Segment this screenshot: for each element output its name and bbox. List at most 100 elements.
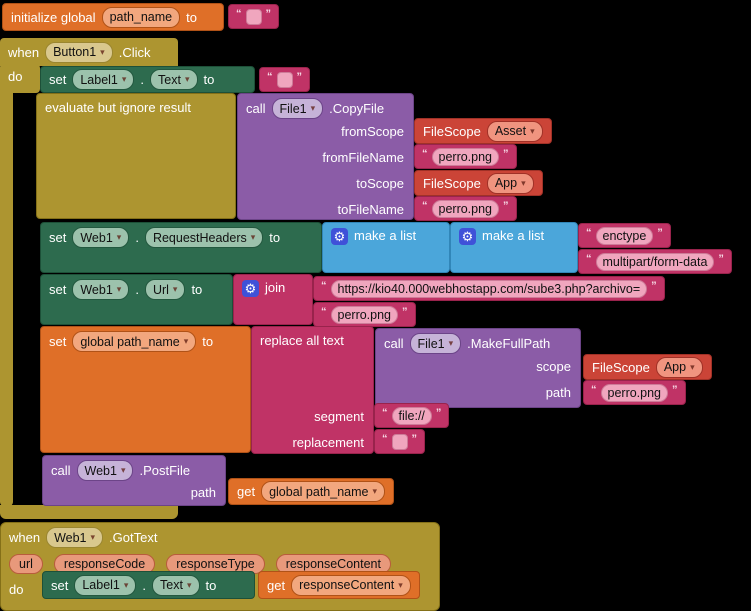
quote-open: “ <box>382 432 388 445</box>
variable-dropdown-path-name[interactable]: global path_name ▾ <box>72 331 197 352</box>
event-param-responseCode[interactable]: responseCode <box>53 554 156 574</box>
component-dropdown-web1[interactable]: Web1 ▾ <box>72 227 130 248</box>
block-when-button1-click[interactable]: when Button1 ▾ .Click <box>0 38 178 66</box>
component-dropdown-label1[interactable]: Label1 ▾ <box>72 69 135 90</box>
block-set-web1-requestheaders[interactable]: set Web1 ▾ . RequestHeaders ▾ to <box>40 222 322 273</box>
property-dropdown-text[interactable]: Text ▾ <box>152 574 200 596</box>
text-field[interactable]: perro.png <box>330 305 399 324</box>
empty-text-field[interactable] <box>276 71 293 88</box>
component-dropdown-label1[interactable]: Label1 ▾ <box>74 574 137 596</box>
block-set-global-path-name[interactable]: set global path_name ▾ to <box>40 326 251 453</box>
to-label: to <box>203 72 215 87</box>
block-call-makefullpath[interactable]: call File1 ▾ .MakeFullPath scope path <box>375 328 581 408</box>
block-string-multipart[interactable]: “ multipart/form-data ” <box>578 249 732 274</box>
block-make-a-list-outer[interactable]: ⚙ make a list <box>322 222 450 273</box>
mutator-gear-icon[interactable]: ⚙ <box>459 228 476 245</box>
component-dropdown-web1[interactable]: Web1 ▾ <box>76 460 134 481</box>
dot-separator: . <box>135 230 139 245</box>
text-field[interactable]: file:// <box>391 406 432 425</box>
init-global-label: initialize global <box>11 9 96 25</box>
component-dropdown-file1[interactable]: File1 ▾ <box>271 98 324 119</box>
quote-open: “ <box>422 199 428 212</box>
block-filescope-asset[interactable]: FileScope Asset ▾ <box>414 118 552 144</box>
block-set-web1-url[interactable]: set Web1 ▾ . Url ▾ to <box>40 274 233 325</box>
param-scope: scope <box>536 359 571 374</box>
quote-open: “ <box>422 147 428 160</box>
empty-text-field[interactable] <box>391 433 408 450</box>
event-param-responseContent[interactable]: responseContent <box>275 554 391 574</box>
variable-dropdown-responsecontent[interactable]: responseContent ▾ <box>291 574 411 596</box>
filescope-value: App <box>494 176 518 190</box>
replace-all-label: replace all text <box>260 333 344 348</box>
when-click-bottom <box>0 505 178 519</box>
quote-close: ” <box>435 406 442 419</box>
filescope-dropdown-app[interactable]: App ▾ <box>655 356 703 378</box>
quote-open: “ <box>591 383 597 396</box>
quote-open: “ <box>267 70 273 83</box>
block-make-a-list-inner[interactable]: ⚙ make a list <box>450 222 578 273</box>
block-string-perro-join[interactable]: “ perro.png ” <box>313 302 416 327</box>
property-name: Text <box>158 72 181 87</box>
block-string-perro-path[interactable]: “ perro.png ” <box>583 380 686 405</box>
component-name: Web1 <box>80 282 113 297</box>
block-string-url[interactable]: “ https://kio40.000webhostapp.com/sube3.… <box>313 276 665 301</box>
to-label: to <box>269 230 281 245</box>
param-toScope: toScope <box>356 176 404 191</box>
set-label: set <box>49 72 67 87</box>
filescope-dropdown-asset[interactable]: Asset ▾ <box>486 120 543 142</box>
filescope-value: App <box>663 360 687 374</box>
quote-open: “ <box>586 252 592 265</box>
block-set-label1-text-response[interactable]: set Label1 ▾ . Text ▾ to <box>42 571 255 599</box>
block-get-global-path-name[interactable]: get global path_name ▾ <box>228 478 394 505</box>
block-filescope-app-copy[interactable]: FileScope App ▾ <box>414 170 543 196</box>
block-init-global[interactable]: initialize global path_name to <box>2 3 224 31</box>
block-evaluate-ignore[interactable]: evaluate but ignore result <box>36 93 236 219</box>
block-string-file-prefix[interactable]: “ file:// ” <box>374 403 450 428</box>
param-replacement: replacement <box>292 435 364 450</box>
block-string-perro-from[interactable]: “ perro.png ” <box>414 144 517 169</box>
chevron-down-icon: ▾ <box>116 232 122 242</box>
mutator-gear-icon[interactable]: ⚙ <box>242 280 259 297</box>
component-dropdown-web1[interactable]: Web1 ▾ <box>46 527 104 548</box>
quote-open: “ <box>321 305 327 318</box>
component-name: File1 <box>417 336 445 351</box>
block-filescope-app-makepath[interactable]: FileScope App ▾ <box>583 354 712 380</box>
block-string-perro-to[interactable]: “ perro.png ” <box>414 196 517 221</box>
text-field[interactable]: https://kio40.000webhostapp.com/sube3.ph… <box>330 279 648 298</box>
filescope-dropdown-app[interactable]: App ▾ <box>486 172 534 194</box>
variable-name: path_name <box>109 10 173 24</box>
block-empty-string-replacement[interactable]: “ ” <box>374 429 425 454</box>
block-empty-string-label[interactable]: “ ” <box>259 67 310 92</box>
text-field[interactable]: enctype <box>595 226 654 245</box>
empty-text-field[interactable] <box>245 8 262 25</box>
dot-separator: . <box>140 72 145 87</box>
block-call-postfile[interactable]: call Web1 ▾ .PostFile path <box>42 455 226 506</box>
block-join[interactable]: ⚙ join <box>233 274 313 325</box>
block-set-label1-text[interactable]: set Label1 ▾ . Text ▾ to <box>40 66 255 93</box>
block-replace-all-text[interactable]: replace all text segment replacement <box>251 326 374 454</box>
quote-close: ” <box>718 252 724 265</box>
block-string-enctype[interactable]: “ enctype ” <box>578 223 671 248</box>
component-dropdown-web1[interactable]: Web1 ▾ <box>72 279 130 300</box>
text-field[interactable]: multipart/form-data <box>595 252 715 271</box>
property-dropdown-text[interactable]: Text ▾ <box>150 69 198 90</box>
block-call-copyfile[interactable]: call File1 ▾ .CopyFile fromScope fromFil… <box>237 93 414 220</box>
property-dropdown-requestheaders[interactable]: RequestHeaders ▾ <box>144 227 264 248</box>
component-dropdown-button1[interactable]: Button1 ▾ <box>45 41 113 63</box>
component-dropdown-file1[interactable]: File1 ▾ <box>409 333 462 354</box>
mutator-gear-icon[interactable]: ⚙ <box>331 228 348 245</box>
quote-close: ” <box>503 199 509 212</box>
block-empty-string-init[interactable]: “ ” <box>228 4 279 29</box>
property-dropdown-url[interactable]: Url ▾ <box>144 279 186 300</box>
text-field[interactable]: perro.png <box>431 199 500 218</box>
block-get-responsecontent[interactable]: get responseContent ▾ <box>258 571 420 599</box>
component-name: Web1 <box>84 463 117 478</box>
event-param-url[interactable]: url <box>9 554 43 574</box>
variable-dropdown-path-name[interactable]: global path_name ▾ <box>261 481 385 502</box>
text-field[interactable]: perro.png <box>431 147 500 166</box>
init-global-name-field[interactable]: path_name <box>101 6 181 28</box>
variable-name: global path_name <box>80 334 180 349</box>
text-field[interactable]: perro.png <box>600 383 669 402</box>
quote-close: ” <box>672 383 678 396</box>
